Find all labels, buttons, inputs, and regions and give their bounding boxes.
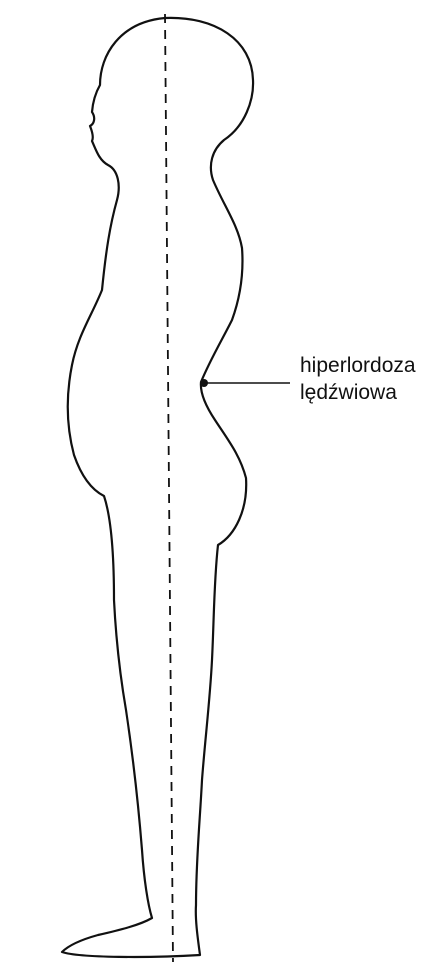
- annotation-label-line2: lędźwiowa: [300, 381, 397, 404]
- annotation-label-line1: hiperlordoza: [300, 354, 416, 377]
- body-outline: [62, 18, 253, 957]
- plumb-line: [165, 14, 173, 962]
